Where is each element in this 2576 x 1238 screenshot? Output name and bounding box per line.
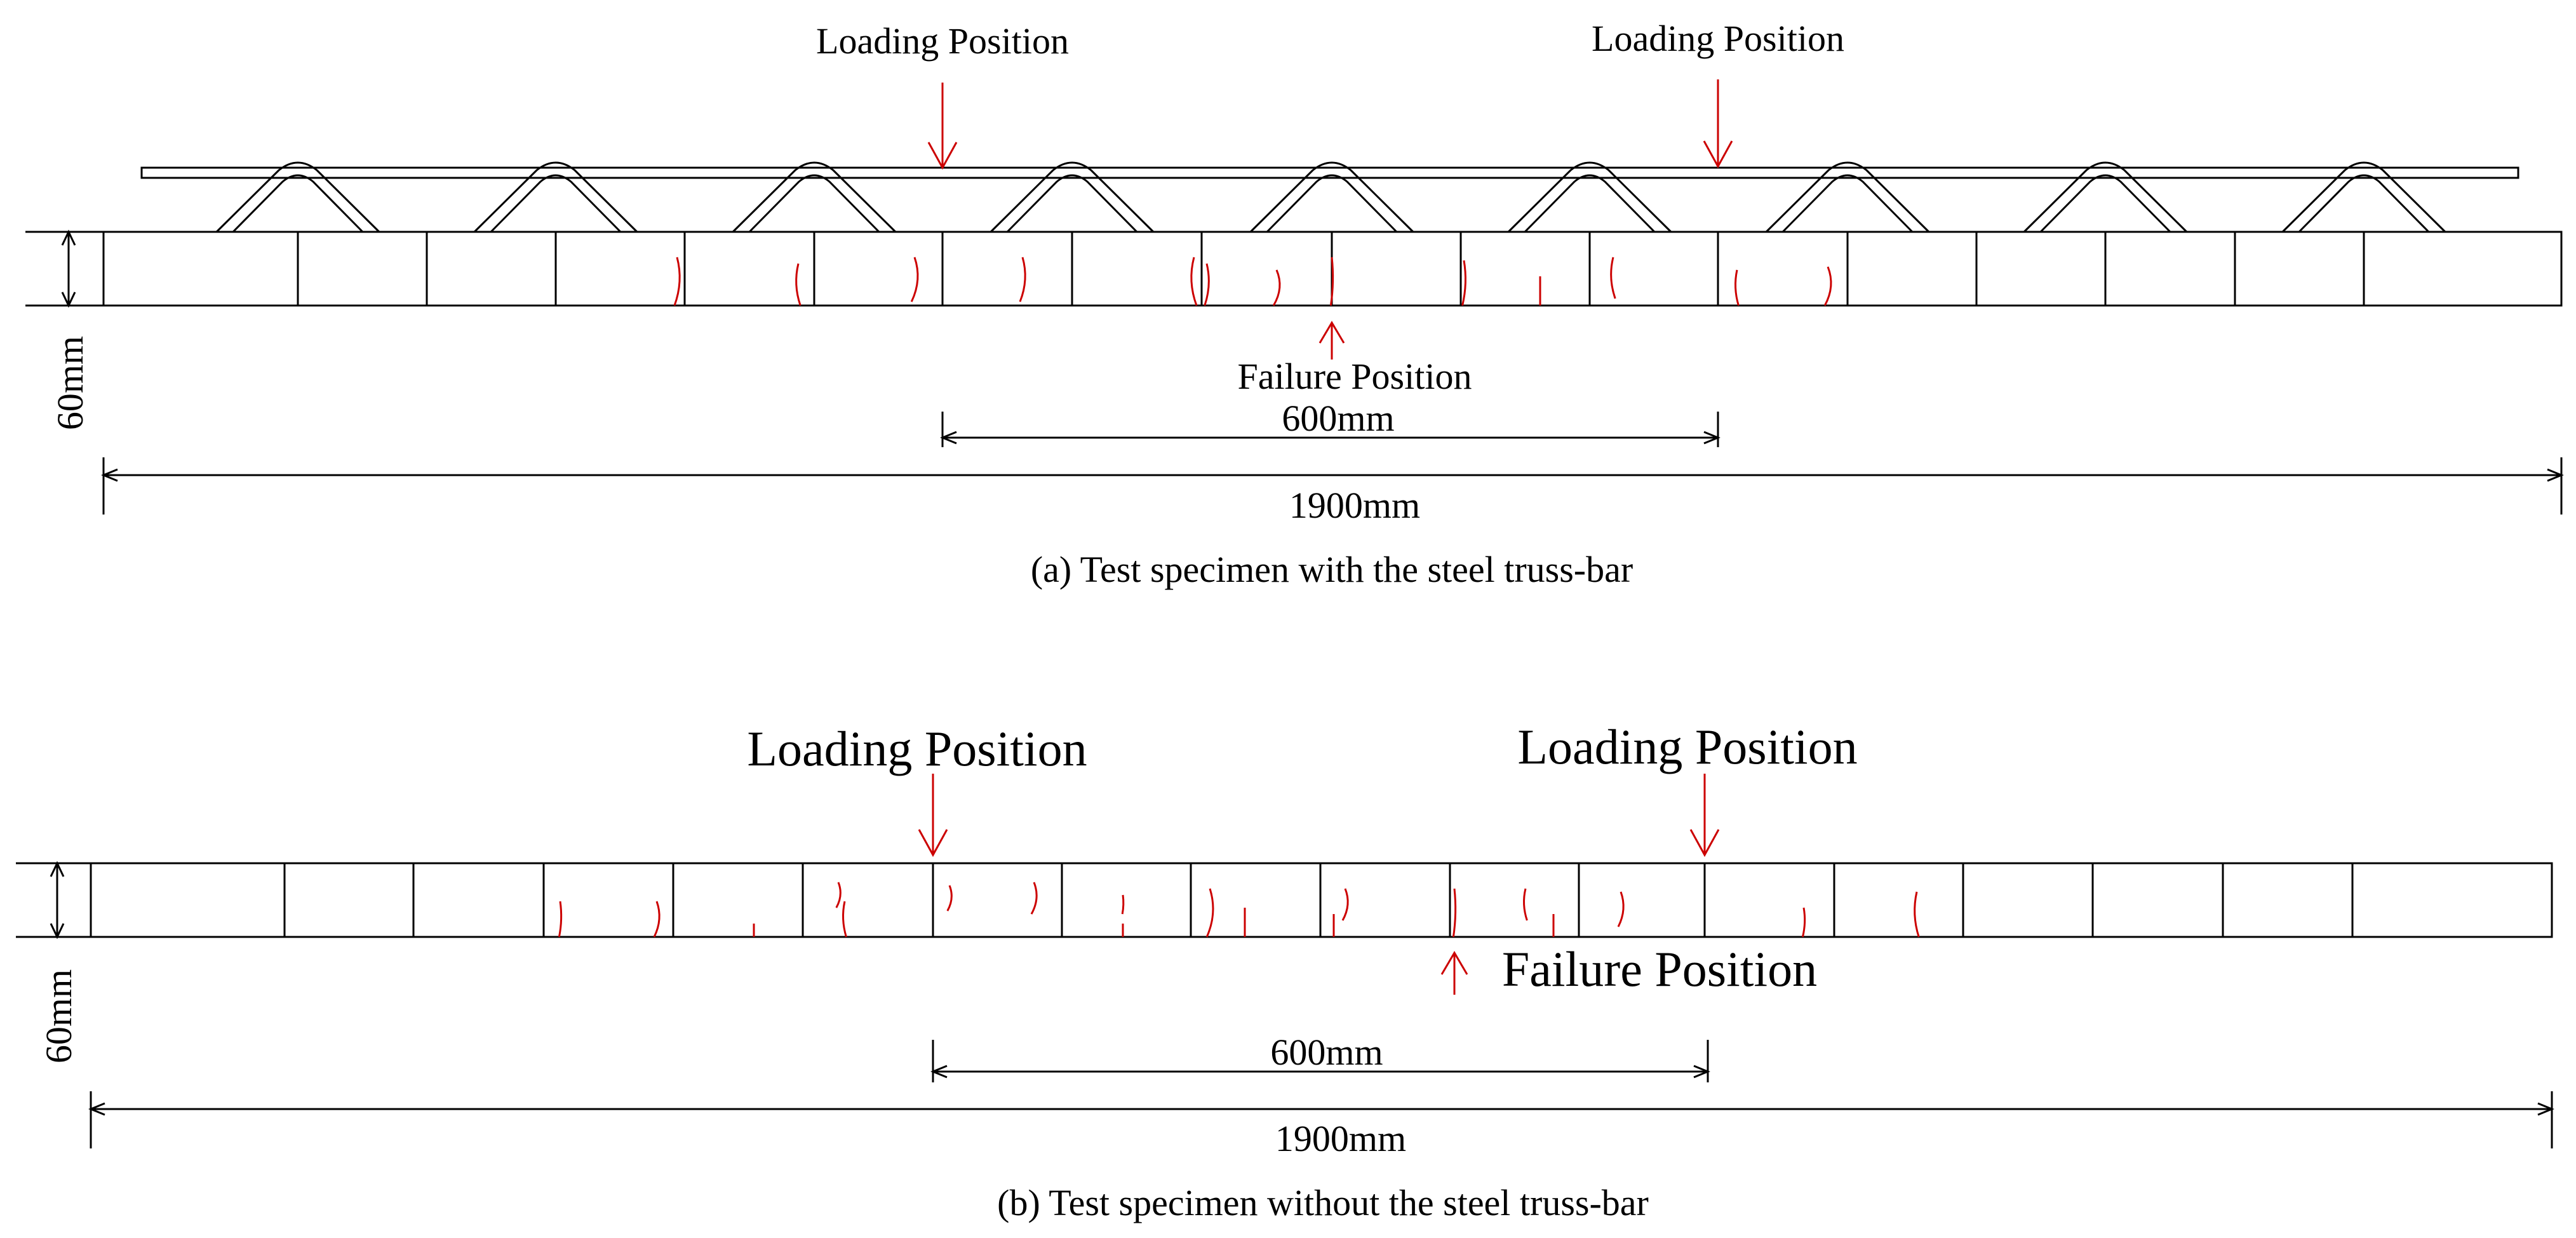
loading-label-a-left: Loading Position bbox=[816, 20, 1069, 62]
truss-bump bbox=[215, 161, 380, 233]
depth-dimension-b bbox=[16, 861, 91, 939]
loading-label-a-right: Loading Position bbox=[1592, 18, 1844, 59]
loading-label-b-right: Loading Position bbox=[1517, 719, 1857, 774]
length-dimension-a bbox=[101, 457, 2564, 515]
crack bbox=[1452, 888, 1457, 938]
length-label-b: 1900mm bbox=[1275, 1118, 1406, 1159]
truss-bump bbox=[2281, 161, 2446, 233]
failure-label-b: Failure Position bbox=[1502, 941, 1817, 997]
depth-label-b: 60mm bbox=[38, 969, 79, 1063]
depth-dimension-a bbox=[25, 229, 104, 308]
slab-b-cracks bbox=[558, 882, 1920, 938]
depth-label-a: 60mm bbox=[50, 336, 91, 430]
slab-a-cracks bbox=[673, 257, 1832, 306]
truss-bump bbox=[473, 161, 638, 233]
failure-arrow-a bbox=[1318, 321, 1345, 360]
crack bbox=[1523, 888, 1528, 921]
crack bbox=[1190, 257, 1198, 306]
loading-arrow-b-left bbox=[918, 774, 948, 858]
length-dimension-b bbox=[88, 1091, 2554, 1148]
crack bbox=[1329, 257, 1334, 306]
crack bbox=[1019, 257, 1026, 302]
crack bbox=[1801, 907, 1806, 938]
length-label-a: 1900mm bbox=[1289, 485, 1420, 526]
crack bbox=[1823, 266, 1832, 306]
crack bbox=[653, 901, 661, 938]
crack bbox=[1914, 891, 1920, 938]
crack bbox=[1272, 269, 1281, 306]
loading-arrow-a-right bbox=[1703, 79, 1733, 169]
truss-bump bbox=[1249, 161, 1414, 233]
crack bbox=[558, 901, 563, 938]
caption-a: (a) Test specimen with the steel truss-b… bbox=[1031, 549, 1633, 590]
crack bbox=[910, 257, 919, 302]
crack bbox=[1610, 257, 1616, 299]
crack bbox=[1121, 894, 1125, 915]
panel-b: Loading Position Loading Position Failur… bbox=[16, 719, 2554, 1223]
span-label-a: 600mm bbox=[1282, 398, 1394, 439]
truss-top-chord bbox=[140, 166, 2519, 179]
truss-bump bbox=[732, 161, 897, 233]
crack bbox=[673, 257, 681, 306]
truss-bump bbox=[1507, 161, 1672, 233]
crack bbox=[1030, 882, 1038, 915]
crack bbox=[946, 885, 953, 912]
crack bbox=[1204, 263, 1210, 306]
crack bbox=[1461, 260, 1466, 306]
truss-bump bbox=[1765, 161, 1930, 233]
slab-b-segment-dividers bbox=[283, 863, 2354, 937]
span-label-b: 600mm bbox=[1270, 1032, 1383, 1073]
slab-a-segment-dividers bbox=[297, 232, 2365, 306]
caption-b: (b) Test specimen without the steel trus… bbox=[997, 1182, 1649, 1223]
loading-arrow-a-left bbox=[927, 83, 958, 170]
loading-arrow-b-right bbox=[1689, 774, 1720, 858]
crack bbox=[1341, 888, 1349, 921]
span-dimension-b bbox=[930, 1040, 1710, 1082]
failure-arrow-b bbox=[1440, 951, 1468, 995]
crack bbox=[835, 882, 842, 908]
crack bbox=[1205, 888, 1214, 938]
crack bbox=[842, 901, 847, 938]
crack bbox=[795, 263, 802, 306]
crack bbox=[1617, 891, 1625, 927]
truss-bump bbox=[2023, 161, 2188, 233]
truss-bumps bbox=[215, 161, 2446, 233]
crack bbox=[1734, 269, 1740, 306]
span-dimension-a bbox=[940, 412, 1721, 447]
failure-label-a: Failure Position bbox=[1238, 356, 1472, 397]
loading-label-b-left: Loading Position bbox=[747, 721, 1087, 776]
truss-bump bbox=[989, 161, 1155, 233]
panel-a: Loading Position Loading Position Failur… bbox=[25, 18, 2564, 590]
